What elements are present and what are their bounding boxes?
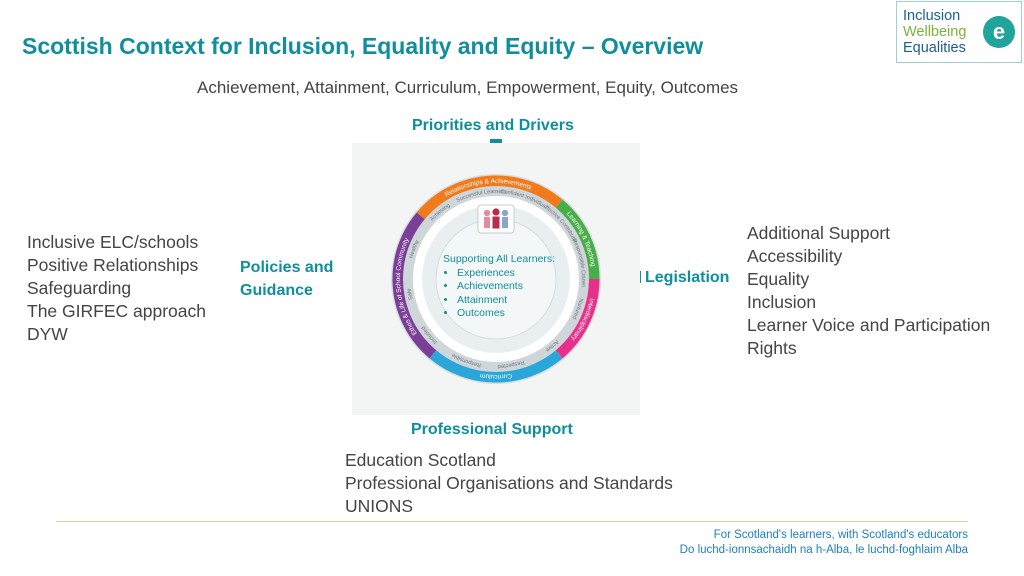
list-item: Inclusion <box>747 292 817 312</box>
logo-line-equalities: Equalities <box>903 40 966 56</box>
list-item: UNIONS <box>345 496 414 516</box>
outer-ring-label: Curriculum <box>480 372 513 380</box>
list-item: Additional Support <box>747 223 891 243</box>
wheel-center-heading: Supporting All Learners: <box>443 253 556 265</box>
logo-line-wellbeing: Wellbeing <box>903 24 967 40</box>
list-item: Inclusive ELC/schools <box>27 232 199 252</box>
svg-text:e: e <box>993 19 1005 44</box>
list-item: Safeguarding <box>27 278 132 298</box>
footer-line-english: For Scotland's learners, with Scotland's… <box>713 529 968 541</box>
curriculum-wheel: Relationships & AchievementsCurriculumEt… <box>352 143 601 384</box>
list-item: Professional Organisations and Standards <box>345 473 673 493</box>
outer-ring-segment <box>392 212 437 359</box>
legislation-label: Legislation <box>645 269 730 286</box>
list-item: Education Scotland <box>345 450 496 470</box>
policies-guidance-line1: Policies and <box>240 259 334 276</box>
footer-line-gaelic: Do luchd-ionnsachaidh na h-Alba, le luch… <box>679 544 968 556</box>
policies-guidance-label: Policies and Guidance <box>240 256 333 302</box>
professional-support-list: Education Scotland Professional Organisa… <box>345 449 673 518</box>
logo-text: Inclusion Wellbeing Equalities <box>903 8 966 56</box>
people-icon <box>477 204 515 234</box>
logo-line-inclusion: Inclusion <box>903 8 961 24</box>
inner-ring-word: Respected <box>498 359 525 369</box>
policies-guidance-line2: Guidance <box>240 282 313 299</box>
logo: Inclusion Wellbeing Equalities e <box>896 1 1022 63</box>
outer-ring-segment <box>416 175 563 220</box>
footer: For Scotland's learners, with Scotland's… <box>680 528 968 558</box>
logo-e-icon: e <box>983 16 1015 48</box>
legislation-list: Additional Support Accessibility Equalit… <box>747 222 990 360</box>
wheel-center-list: Experiences Achievements Attainment Outc… <box>443 267 555 321</box>
list-item: Experiences <box>457 267 555 281</box>
list-item: Achievements <box>457 280 555 294</box>
list-item: Equality <box>747 269 810 289</box>
outer-ring-segment <box>555 278 600 359</box>
list-item: DYW <box>27 324 68 344</box>
outer-ring-segment <box>429 349 563 383</box>
list-item: Accessibility <box>747 246 843 266</box>
page-title: Scottish Context for Inclusion, Equality… <box>22 33 704 59</box>
list-item: Outcomes <box>457 307 555 321</box>
list-item: Rights <box>747 338 797 358</box>
priorities-drivers-label: Priorities and Drivers <box>412 117 574 134</box>
footer-divider <box>56 521 968 522</box>
page-subtitle: Achievement, Attainment, Curriculum, Emp… <box>197 78 739 97</box>
policies-list: Inclusive ELC/schools Positive Relations… <box>27 231 206 346</box>
professional-support-label: Professional Support <box>411 421 573 438</box>
list-item: The GIRFEC approach <box>27 301 206 321</box>
list-item: Positive Relationships <box>27 255 199 275</box>
outer-ring-segment <box>555 199 600 280</box>
list-item: Attainment <box>457 294 555 308</box>
list-item: Learner Voice and Participation <box>747 315 991 335</box>
wheel-center-text: Supporting All Learners: Experiences Ach… <box>443 253 555 321</box>
inner-ring-word: Safe <box>407 288 415 300</box>
